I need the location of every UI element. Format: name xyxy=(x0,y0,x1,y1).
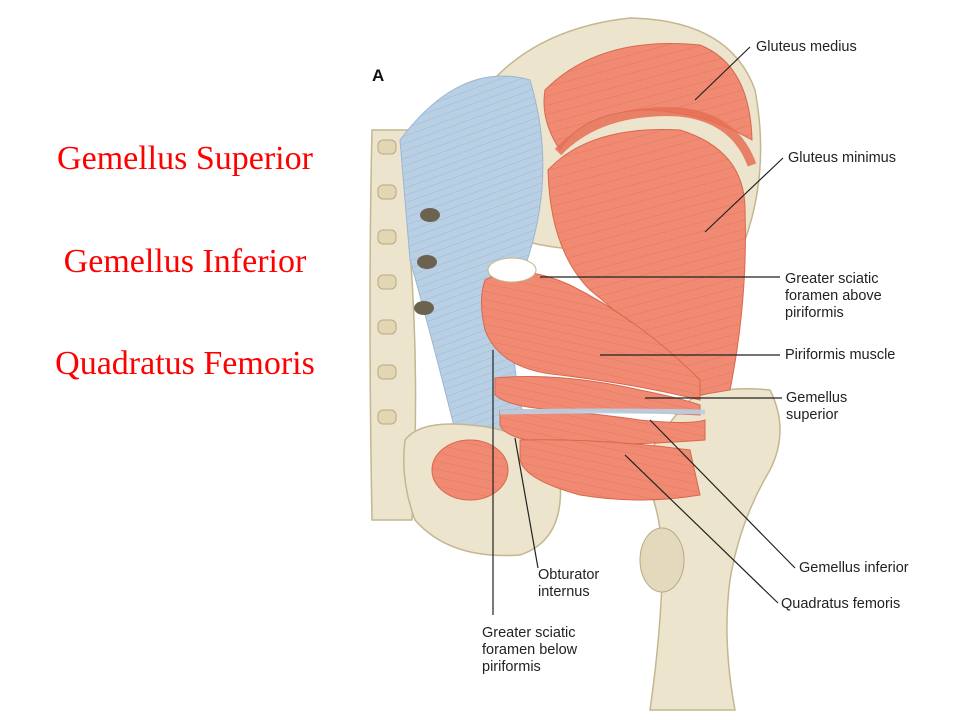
label-gemellus-inferior: Gemellus inferior xyxy=(799,560,909,577)
label-line: foramen above xyxy=(785,288,882,304)
label-line: Gluteus medius xyxy=(756,39,857,55)
leader-lines xyxy=(492,46,796,615)
leader-gluteus-minimus xyxy=(704,157,784,233)
label-greater-sciatic-above: Greater sciatic foramen above piriformis xyxy=(785,271,882,322)
label-greater-sciatic-below: Greater sciatic foramen below piriformis xyxy=(482,625,577,676)
label-line: internus xyxy=(538,584,590,600)
muscle-title-list: Gemellus Superior Gemellus Inferior Quad… xyxy=(0,0,370,720)
piriformis-muscle xyxy=(481,257,701,401)
gemellus-superior-muscle xyxy=(494,376,701,416)
label-gluteus-minimus: Gluteus minimus xyxy=(788,150,896,167)
label-line: foramen below xyxy=(482,642,578,658)
label-line: superior xyxy=(786,407,839,423)
label-gluteus-medius: Gluteus medius xyxy=(756,39,857,56)
label-line: Gemellus xyxy=(786,390,848,406)
label-line: Gemellus inferior xyxy=(799,560,909,576)
label-line: Greater sciatic xyxy=(785,271,879,287)
leader-gemellus-inferior xyxy=(649,419,796,569)
title-quadratus-femoris: Quadratus Femoris xyxy=(55,345,315,382)
quadratus-femoris-muscle xyxy=(519,439,701,501)
leader-obturator-internus xyxy=(514,437,539,569)
obturator-internus-muscle xyxy=(431,439,509,501)
gemellus-inferior-muscle xyxy=(499,408,706,446)
gluteus-medius-muscle xyxy=(543,42,757,167)
leader-gluteus-medius xyxy=(694,46,751,101)
label-line: Gluteus minimus xyxy=(788,150,896,166)
label-line: Quadratus femoris xyxy=(781,596,901,612)
label-line: Obturator xyxy=(538,567,600,583)
gluteus-minimus-muscle xyxy=(547,129,746,396)
label-gemellus-superior: Gemellus superior xyxy=(786,390,847,424)
label-quadratus-femoris: Quadratus femoris xyxy=(781,596,900,613)
leader-quadratus-femoris xyxy=(624,454,779,604)
title-gemellus-inferior: Gemellus Inferior xyxy=(63,243,307,280)
title-gemellus-superior: Gemellus Superior xyxy=(57,140,313,177)
label-obturator-internus: Obturator internus xyxy=(538,567,599,601)
figure-letter: A xyxy=(372,66,385,85)
label-line: piriformis xyxy=(785,305,844,321)
label-piriformis: Piriformis muscle xyxy=(785,347,895,364)
label-line: Piriformis muscle xyxy=(785,347,896,363)
label-line: piriformis xyxy=(482,659,541,675)
label-line: Greater sciatic xyxy=(482,625,576,641)
